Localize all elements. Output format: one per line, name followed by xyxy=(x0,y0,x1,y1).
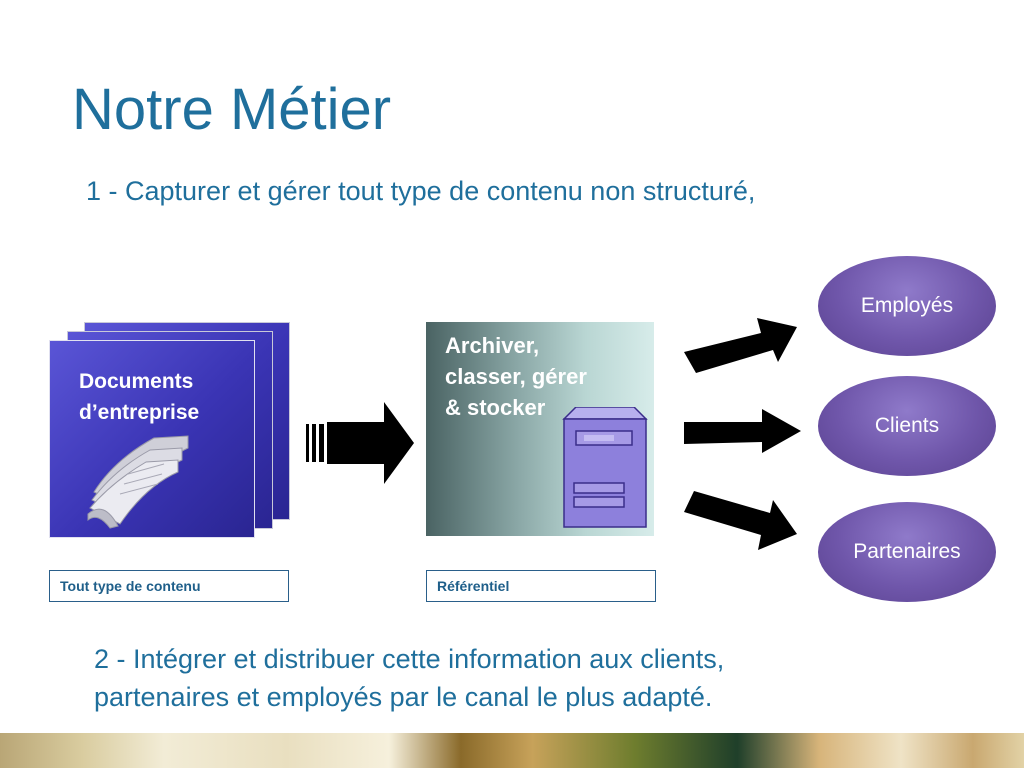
step-2-text: 2 - Intégrer et distribuer cette informa… xyxy=(94,644,725,712)
arrow-to-clients-icon xyxy=(684,409,801,453)
step-1-text: 1 - Capturer et gérer tout type de conte… xyxy=(86,176,756,206)
target-clients: Clients xyxy=(818,376,996,476)
document-stack-icon xyxy=(84,430,194,535)
main-arrow-icon xyxy=(306,402,414,484)
documents-label: Documents d’entreprise xyxy=(79,370,200,424)
server-icon xyxy=(562,406,648,534)
repository-label: Archiver, classer, gérer & stocker xyxy=(445,333,587,420)
arrow-to-partenaires-icon xyxy=(684,491,797,550)
arrow-to-employes-icon xyxy=(684,318,797,373)
repository-caption: Référentiel xyxy=(426,570,656,602)
page-title: Notre Métier xyxy=(72,77,392,142)
target-partenaires: Partenaires xyxy=(818,502,996,602)
decorative-footer-banner xyxy=(0,733,1024,768)
documents-caption: Tout type de contenu xyxy=(49,570,289,602)
target-employes: Employés xyxy=(818,256,996,356)
